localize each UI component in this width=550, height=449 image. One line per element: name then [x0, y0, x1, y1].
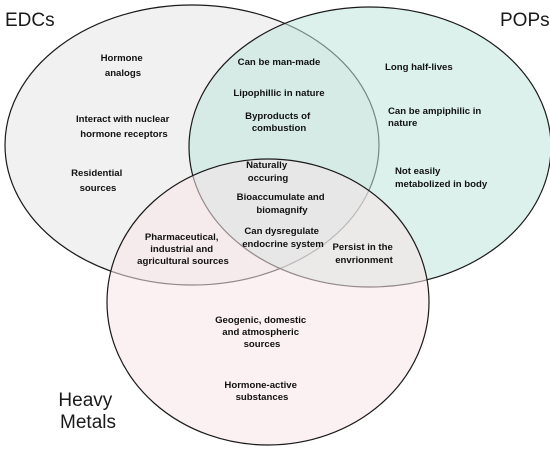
- label-line: Can dysregulate: [244, 226, 319, 237]
- label-line: Not easily: [395, 166, 441, 177]
- pops-metals-item-persist: Persist in the envrionment: [333, 242, 396, 266]
- heavy-metals-title: Heavy Metals: [58, 390, 117, 433]
- label-line: combustion: [252, 123, 307, 134]
- edcs-pops-item-combustion: Byproducts of combustion: [245, 111, 313, 134]
- label-line: Hormone-active: [224, 380, 297, 391]
- label-line: Can be man-made: [238, 57, 321, 68]
- metals-item-geogenic: Geogenic, domestic and atmospheric sourc…: [215, 315, 309, 350]
- center-item-endocrine: Can dysregulate endocrine system: [242, 226, 324, 250]
- label-line: agricultural sources: [137, 256, 229, 267]
- edcs-item-residential-sources: Residential sources: [71, 168, 125, 194]
- pops-item-amphiphilic: Can be ampiphilic in nature: [388, 106, 484, 129]
- metals-item-hormone-active: Hormone-active substances: [224, 380, 299, 403]
- edcs-item-hormone-analogs: Hormone analogs: [101, 53, 146, 79]
- label-line: Residential: [71, 168, 122, 179]
- pops-item-half-lives: Long half-lives: [385, 62, 453, 73]
- label-line: Pharmaceutical,: [145, 232, 219, 243]
- label-line: analogs: [105, 68, 141, 79]
- label-line: nature: [388, 118, 417, 129]
- label-line: Bioaccumulate and: [237, 192, 325, 203]
- label-line: industrial and: [150, 244, 213, 255]
- edcs-item-nuclear-receptors: Interact with nuclear hormone receptors: [76, 114, 172, 140]
- label-line: substances: [236, 392, 289, 403]
- edcs-pops-item-lipophilic: Lipophillic in nature: [233, 88, 324, 99]
- label-line: sources: [80, 183, 117, 194]
- label-line: Lipophillic in nature: [233, 88, 324, 99]
- label-line: occuring: [248, 173, 289, 184]
- label-line: sources: [244, 339, 281, 350]
- center-item-naturally-occurring: Naturally occuring: [246, 160, 290, 184]
- label-line: Byproducts of: [245, 111, 311, 122]
- label-line: Long half-lives: [385, 62, 453, 73]
- edcs-pops-item-man-made: Can be man-made: [238, 57, 321, 68]
- edcs-title: EDCs: [5, 10, 55, 31]
- label-line: envrionment: [335, 255, 393, 266]
- heavy-metals-title-line: Metals: [60, 412, 116, 433]
- label-line: and atmospheric: [222, 327, 299, 338]
- heavy-metals-circle: [106, 158, 430, 446]
- label-line: Persist in the: [333, 242, 393, 253]
- label-line: Geogenic, domestic: [215, 315, 307, 326]
- label-line: endocrine system: [242, 239, 324, 250]
- label-line: Naturally: [246, 160, 288, 171]
- center-item-bioaccumulate: Bioaccumulate and biomagnify: [237, 192, 328, 216]
- pops-title: POPs: [500, 10, 550, 31]
- label-line: Can be ampiphilic in: [388, 106, 481, 117]
- label-line: metabolized in body: [395, 179, 488, 190]
- edcs-metals-item-sources: Pharmaceutical, industrial and agricultu…: [137, 232, 229, 267]
- label-line: hormone receptors: [80, 129, 167, 140]
- heavy-metals-title-line: Heavy: [58, 390, 112, 411]
- pops-item-not-metabolized: Not easily metabolized in body: [395, 166, 488, 190]
- label-line: Hormone: [101, 53, 143, 64]
- label-line: biomagnify: [256, 205, 308, 216]
- label-line: Interact with nuclear: [76, 114, 170, 125]
